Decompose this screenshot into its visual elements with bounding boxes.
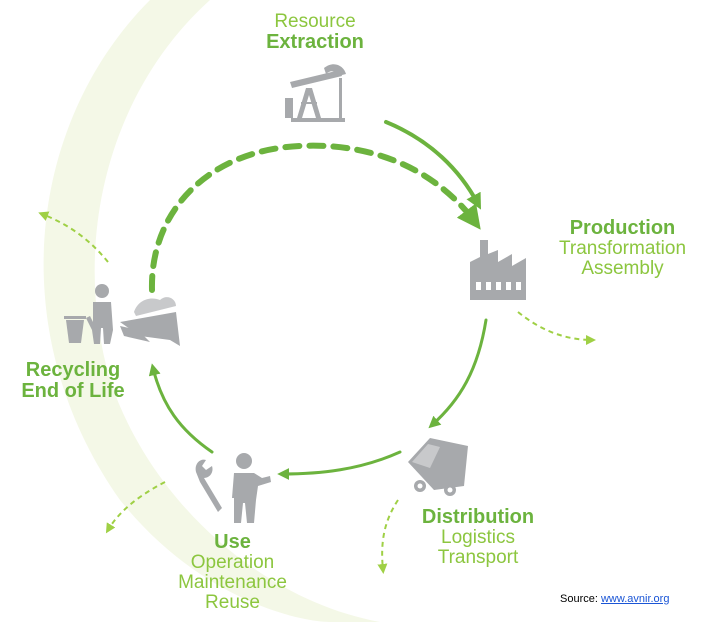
source-link[interactable]: www.avnir.org bbox=[600, 593, 670, 605]
recycling-label: Recycling End of Life bbox=[8, 360, 138, 402]
extraction-label: Resource Extraction bbox=[255, 12, 375, 53]
trash-bin-icon bbox=[64, 316, 86, 343]
arrow-use-to-recycling bbox=[148, 363, 214, 454]
person-recycling-icon bbox=[86, 284, 113, 344]
use-sub3: Reuse bbox=[205, 591, 260, 613]
recycle-hand-icon bbox=[120, 297, 180, 346]
recycling-line2: End of Life bbox=[21, 380, 125, 402]
use-title: Use bbox=[214, 531, 251, 553]
leak-arrows bbox=[38, 211, 596, 574]
arrow-recycling-loop-dashed bbox=[148, 142, 481, 293]
factory-icon bbox=[470, 240, 526, 300]
truck-icon bbox=[408, 438, 468, 496]
source-credit: Source: www.avnir.org bbox=[560, 593, 669, 605]
source-prefix: Source: bbox=[560, 593, 598, 605]
production-sub2: Assembly bbox=[581, 257, 664, 279]
production-sub1: Transformation bbox=[558, 238, 687, 259]
production-label: Production Transformation Assembly bbox=[540, 218, 705, 279]
use-sub2: Maintenance bbox=[178, 571, 287, 593]
leak-arrow-recycling bbox=[38, 211, 109, 263]
production-title: Production bbox=[569, 217, 676, 239]
distribution-title: Distribution bbox=[421, 506, 535, 528]
leak-arrow-production bbox=[517, 311, 596, 345]
arrow-extraction-to-production bbox=[384, 120, 481, 210]
distribution-sub1: Logistics bbox=[441, 527, 515, 548]
cycle-arrows bbox=[148, 120, 488, 480]
extraction-line2: Extraction bbox=[266, 30, 364, 53]
arrow-production-to-distribution bbox=[428, 318, 488, 429]
leak-arrow-distribution bbox=[377, 499, 399, 574]
oil-pump-icon bbox=[285, 64, 346, 122]
arrow-distribution-to-use bbox=[277, 450, 402, 480]
recycling-line1: Recycling bbox=[25, 359, 121, 381]
person-use-icon bbox=[232, 453, 271, 523]
use-sub1: Operation bbox=[190, 552, 275, 573]
use-label: Use Operation Maintenance Reuse bbox=[160, 532, 305, 613]
extraction-line1: Resource bbox=[274, 11, 356, 32]
background-band bbox=[43, 0, 381, 622]
distribution-label: Distribution Logistics Transport bbox=[414, 507, 542, 568]
wrench-icon bbox=[195, 459, 222, 512]
leak-arrow-use bbox=[105, 481, 166, 534]
distribution-sub2: Transport bbox=[437, 546, 519, 568]
